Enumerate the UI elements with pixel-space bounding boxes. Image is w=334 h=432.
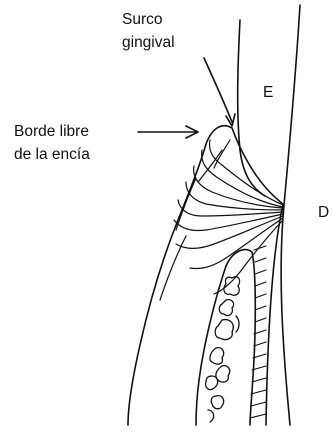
label-de-la-encia: de la encía bbox=[14, 145, 90, 165]
label-gingival: gingival bbox=[122, 33, 175, 53]
dentin-junction-line bbox=[266, 205, 283, 425]
bone-marrow-spaces bbox=[206, 277, 240, 422]
label-surco: Surco bbox=[122, 10, 163, 30]
label-d: D bbox=[318, 203, 329, 223]
label-borde-libre: Borde libre bbox=[14, 122, 89, 142]
gingiva-outer-contour bbox=[128, 126, 232, 425]
label-e: E bbox=[263, 83, 273, 103]
surco-pointer-line bbox=[204, 58, 232, 122]
tooth-surface-line bbox=[281, 5, 300, 425]
